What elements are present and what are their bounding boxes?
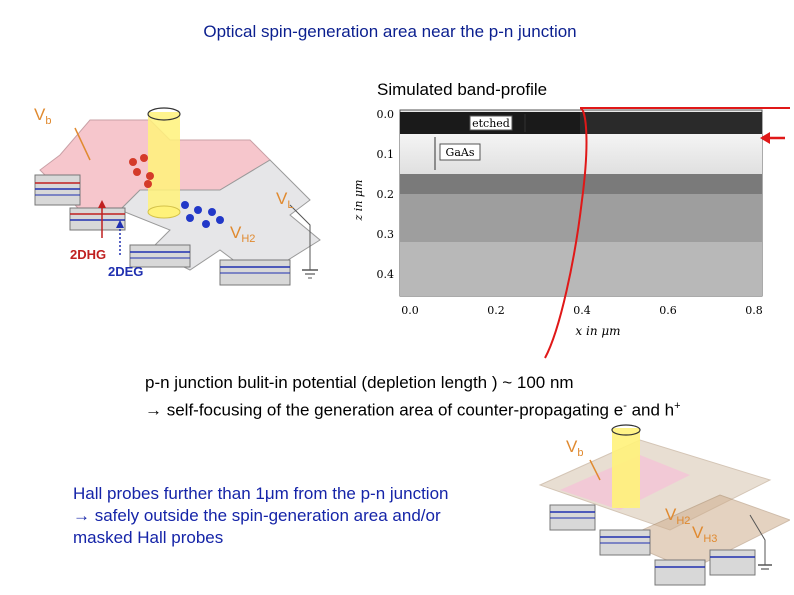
electrons	[181, 201, 224, 228]
device-schematic-top: Vb VL VH2 2DHG 2DEG	[34, 105, 321, 286]
arrow-icon: →	[73, 506, 90, 525]
laser-beam	[147, 107, 181, 219]
holes	[129, 154, 154, 188]
self-focusing-text: → self-focusing of the generation area o…	[145, 400, 681, 420]
etched-label-box	[469, 115, 513, 131]
x-tick: 0.0	[401, 304, 419, 317]
x-tick: 0.8	[745, 304, 763, 317]
vl-label: VL	[276, 189, 293, 211]
laser-beam-bottom	[611, 424, 641, 508]
layer-stack-mid	[69, 207, 126, 231]
device-schematic-bottom: Vb VH2 VH3	[538, 424, 790, 586]
ground-wire	[289, 204, 311, 270]
2dhg-label: 2DHG	[70, 247, 106, 262]
y-tick: 0.0	[377, 108, 395, 121]
gaas-label-box	[439, 143, 481, 161]
band-profile-plot: etched GaAs 0.0 0.1 0.2 0.3 0.4 z in μm …	[352, 107, 790, 359]
ground-wire-bottom	[749, 514, 766, 565]
vh3-label-bottom: VH3	[692, 523, 717, 545]
vb-wire	[74, 127, 91, 161]
layer-stack-left	[34, 174, 81, 206]
x-axis: 0.0 0.2 0.4 0.6 0.8	[401, 304, 763, 317]
2deg-label: 2DEG	[108, 264, 143, 279]
y-axis-label: z in μm	[352, 180, 365, 222]
potential-curve	[544, 107, 588, 359]
hall-probes-text: Hall probes further than 1μm from the p-…	[73, 484, 449, 547]
x-axis-label: x in μm	[575, 324, 620, 338]
y-tick: 0.4	[377, 268, 395, 281]
layer-bottom	[400, 242, 762, 296]
y-tick: 0.2	[377, 188, 395, 201]
vb-label-bottom: Vb	[566, 437, 583, 459]
vb-wire-bottom	[589, 459, 601, 481]
layer-dark	[400, 174, 762, 194]
layer-stack-bottom	[129, 244, 291, 286]
vb-label: Vb	[34, 105, 51, 127]
y-axis: 0.0 0.1 0.2 0.3 0.4	[377, 108, 395, 281]
x-tick: 0.6	[659, 304, 677, 317]
y-tick: 0.1	[377, 148, 395, 161]
vh2-label: VH2	[230, 223, 255, 245]
vh2-label-bottom: VH2	[665, 505, 690, 527]
depletion-text: p-n junction bulit-in potential (depleti…	[145, 373, 574, 392]
y-tick: 0.3	[377, 228, 395, 241]
layer-stacks-bottom	[549, 504, 756, 586]
arrow-icon: →	[145, 400, 162, 420]
slide-title: Optical spin-generation area near the p-…	[203, 22, 577, 41]
etched-label: etched	[472, 117, 510, 130]
sim-label: Simulated band-profile	[377, 80, 548, 99]
x-tick: 0.4	[573, 304, 591, 317]
x-tick: 0.2	[487, 304, 505, 317]
gaas-label: GaAs	[446, 146, 475, 159]
